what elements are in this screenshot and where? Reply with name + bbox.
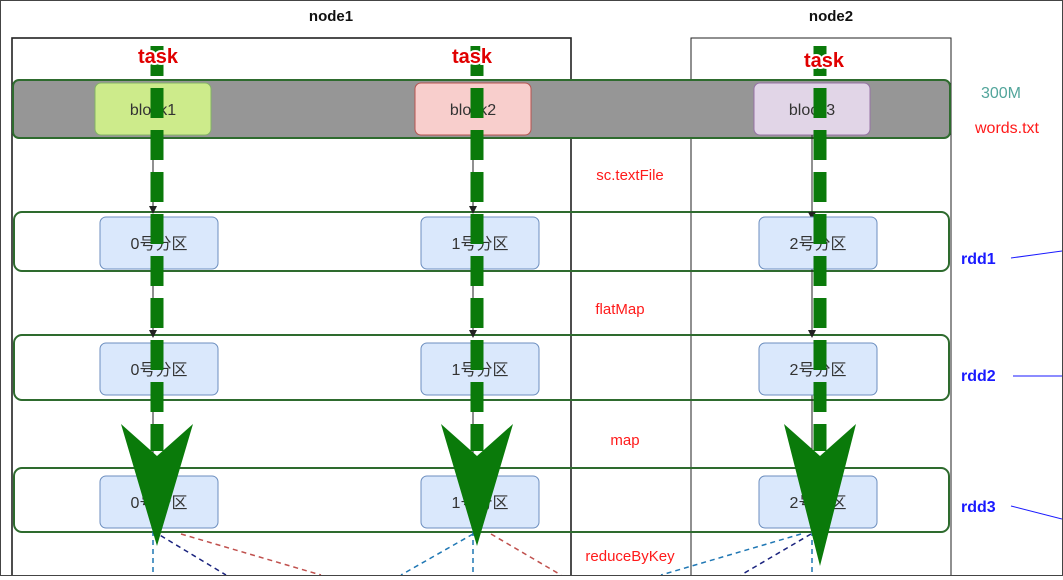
rdd3-label: rdd3 [961,499,996,516]
node1-box [11,37,572,580]
file-size-label: 300M [981,85,1021,102]
task-label-3: task [804,50,845,72]
task-arrow-2 [441,46,513,546]
file-name-label: words.txt [974,120,1040,137]
node1-title: node1 [309,8,353,25]
op-flatmap-label: flatMap [595,301,644,318]
task-label-1: task [138,46,179,68]
op-reducebykey-label: reduceByKey [585,548,675,565]
task-arrow-1 [121,46,193,546]
shuffle-lines [152,530,813,576]
rdd3-leader-line [1010,505,1063,520]
task-arrow-3 [784,46,856,566]
op-map-label: map [610,432,639,449]
op-textfile-label: sc.textFile [596,167,664,184]
rdd1-label: rdd1 [961,251,996,268]
rdd2-label: rdd2 [961,368,996,385]
node2-box [690,37,952,580]
block-3-label: block3 [789,102,835,119]
task-label-2: task [452,46,493,68]
node2-title: node2 [809,8,853,25]
block-3: block3 [753,82,871,136]
rdd1-leader-line [1010,250,1063,259]
